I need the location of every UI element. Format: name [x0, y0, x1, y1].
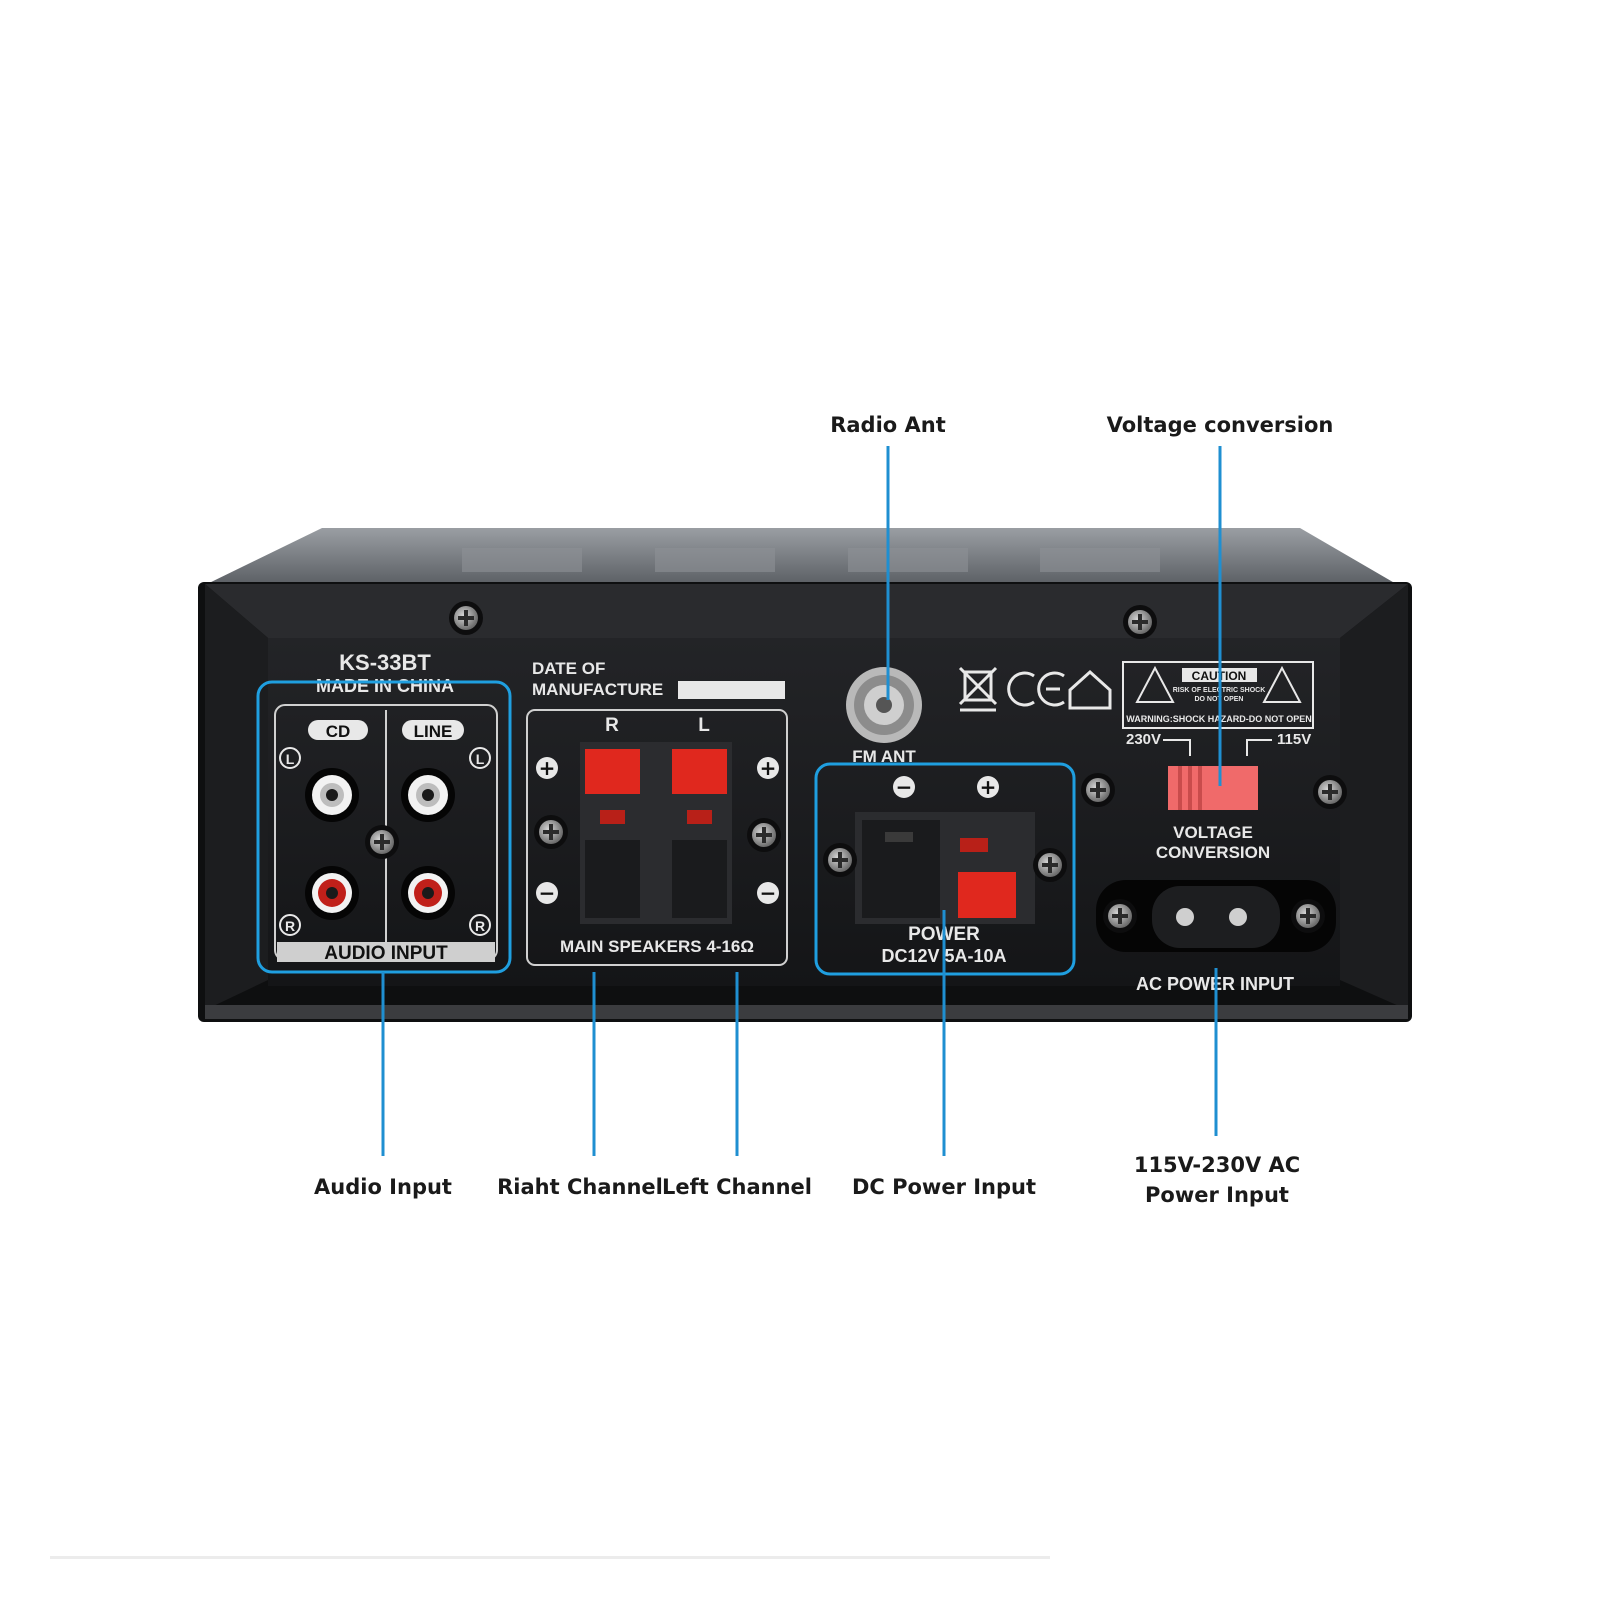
line-left-jack[interactable]: [401, 768, 455, 822]
left-mark: L: [286, 751, 295, 767]
voltage-silk-1: VOLTAGE: [1173, 823, 1253, 842]
right-minus-terminal[interactable]: [585, 840, 640, 918]
right-mark: R: [285, 918, 295, 934]
230v-label: 230V: [1126, 731, 1161, 748]
left-channel-callout: Left Channel: [662, 1175, 812, 1199]
model-label: KS-33BT: [339, 650, 431, 675]
screw: [449, 601, 483, 635]
left-minus-terminal[interactable]: [672, 840, 727, 918]
date-label-1: DATE OF: [532, 659, 605, 678]
dc-plus-terminal[interactable]: [958, 872, 1016, 918]
left-mark: L: [476, 751, 485, 767]
ac-power-socket[interactable]: [1152, 886, 1280, 948]
screw: [1123, 605, 1157, 639]
date-sticker: [678, 681, 785, 699]
plus-mark: +: [539, 756, 556, 780]
minus-mark: −: [539, 881, 556, 905]
cd-left-jack[interactable]: [305, 768, 359, 822]
caution-label: [1122, 661, 1314, 729]
cd-label: CD: [326, 722, 351, 741]
certification-marks: [958, 666, 1112, 712]
ac-power-callout-line1: 115V-230V AC: [1133, 1153, 1301, 1177]
floor-line: [50, 1556, 1050, 1559]
dc-power-input-callout: DC Power Input: [851, 1175, 1037, 1199]
screw: [1313, 775, 1347, 809]
screw: [1103, 899, 1137, 933]
screw: [534, 815, 568, 849]
screw: [747, 818, 781, 852]
minus-mark: −: [896, 775, 913, 799]
main-speakers-silk: MAIN SPEAKERS 4-16Ω: [560, 937, 754, 956]
minus-mark: −: [760, 881, 777, 905]
plus-mark: +: [980, 775, 997, 799]
speaker-l-label: L: [698, 715, 710, 736]
fm-ant-silk: FM ANT: [852, 747, 916, 766]
screw: [1291, 899, 1325, 933]
ac-power-callout-line2: Power Input: [1145, 1183, 1289, 1207]
plus-mark: +: [760, 756, 777, 780]
left-plus-terminal[interactable]: [672, 749, 727, 794]
right-channel-callout: Riaht Channel: [497, 1175, 663, 1199]
screw: [1081, 773, 1115, 807]
right-plus-terminal[interactable]: [585, 749, 640, 794]
date-label-2: MANUFACTURE: [532, 680, 663, 699]
voltage-silk-2: CONVERSION: [1156, 843, 1270, 862]
radio-ant-callout: Radio Ant: [830, 413, 946, 437]
line-label: LINE: [414, 722, 453, 741]
voltage-conversion-callout: Voltage conversion: [1106, 413, 1334, 437]
screw: [1033, 848, 1067, 882]
screw: [823, 843, 857, 877]
right-mark: R: [475, 918, 485, 934]
speaker-r-label: R: [605, 715, 619, 736]
cd-right-jack[interactable]: [305, 866, 359, 920]
screw: [365, 825, 399, 859]
115v-label: 115V: [1277, 731, 1311, 748]
audio-input-callout: Audio Input: [314, 1175, 452, 1199]
audio-input-silk: AUDIO INPUT: [324, 943, 448, 964]
made-in-label: MADE IN CHINA: [316, 676, 454, 696]
voltage-selector-switch[interactable]: [1168, 766, 1258, 810]
line-right-jack[interactable]: [401, 866, 455, 920]
